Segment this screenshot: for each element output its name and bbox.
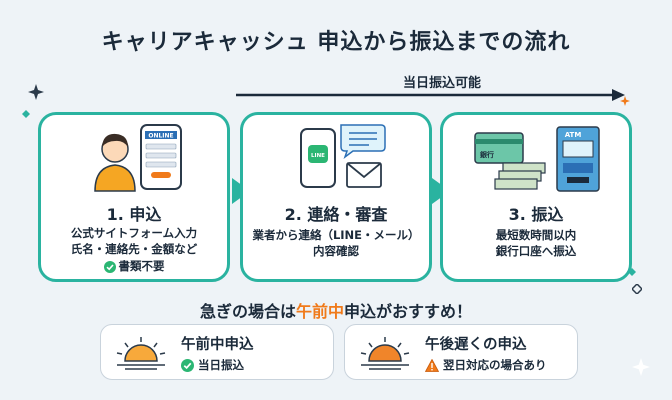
- card-morning: 午前中申込 当日振込: [100, 324, 334, 380]
- atm-label: ATM: [565, 131, 582, 139]
- tip-prefix: 急ぎの場合は: [199, 302, 296, 321]
- same-day-label: 当日振込可能: [402, 76, 481, 91]
- step-text: 公式サイトフォーム入力: [70, 226, 198, 240]
- tip-highlight: 午前中: [295, 302, 344, 321]
- bank-card-cash-atm-icon: 銀行 ATM: [474, 126, 600, 192]
- line-app-label: LINE: [311, 153, 325, 159]
- step-text: 内容確認: [313, 244, 359, 258]
- step-text: 業者から連絡（LINE・メール）: [252, 228, 420, 242]
- card-subtitle: 翌日対応の場合あり: [425, 357, 547, 373]
- sparkle-icon: [632, 358, 650, 376]
- sunrise-icon: [116, 337, 166, 370]
- step-text: 最短数時間以内: [495, 228, 577, 242]
- person-with-phone-icon: ONLINE: [94, 124, 182, 192]
- warning-icon: [425, 359, 439, 372]
- page-title: キャリアキャッシュ 申込から振込までの流れ: [101, 30, 571, 55]
- card-subtitle-text: 翌日対応の場合あり: [443, 358, 547, 372]
- phone-screen-label: ONLINE: [148, 133, 173, 140]
- diamond-icon: [632, 284, 642, 294]
- sparkle-icon: [28, 84, 44, 100]
- card-title: 午後遅くの申込: [425, 337, 527, 353]
- step-contact-review: LINE 2. 連絡・審査 業者から連絡（LINE・メール） 内容確認: [240, 112, 432, 282]
- step-text: 銀行口座へ振込: [495, 244, 577, 258]
- timeline-arrow: [236, 89, 625, 101]
- phone-line-mail-icon: LINE: [300, 124, 386, 188]
- step-title: 3. 振込: [508, 205, 564, 224]
- tip-heading: 急ぎの場合は午前中申込がおすすめ！: [0, 298, 672, 322]
- step-title: 1. 申込: [106, 205, 162, 224]
- card-title: 午前中申込: [181, 337, 254, 353]
- sunset-icon: [360, 337, 410, 370]
- sparkle-icon: [620, 96, 630, 106]
- step-title: 2. 連絡・審査: [284, 205, 388, 224]
- step-note-text: 書類不要: [118, 259, 165, 273]
- step-text: 氏名・連絡先・金額など: [70, 242, 198, 256]
- card-subtitle: 当日振込: [181, 357, 244, 373]
- check-icon: [103, 260, 116, 273]
- step-apply: ONLINE 1. 申込 公式サイトフォーム入力 氏名・連絡先・金額など 書類不…: [38, 112, 230, 282]
- diamond-icon: [22, 110, 30, 118]
- step-transfer: 銀行 ATM 3. 振込 最短数時間以内 銀行口座へ振込: [440, 112, 632, 282]
- step-note: 書類不要: [41, 258, 227, 274]
- check-icon: [181, 359, 194, 372]
- tip-suffix: 申込がおすすめ！: [344, 302, 473, 321]
- bank-card-label: 銀行: [480, 150, 494, 159]
- card-afternoon: 午後遅くの申込 翌日対応の場合あり: [344, 324, 578, 380]
- card-subtitle-text: 当日振込: [198, 358, 244, 372]
